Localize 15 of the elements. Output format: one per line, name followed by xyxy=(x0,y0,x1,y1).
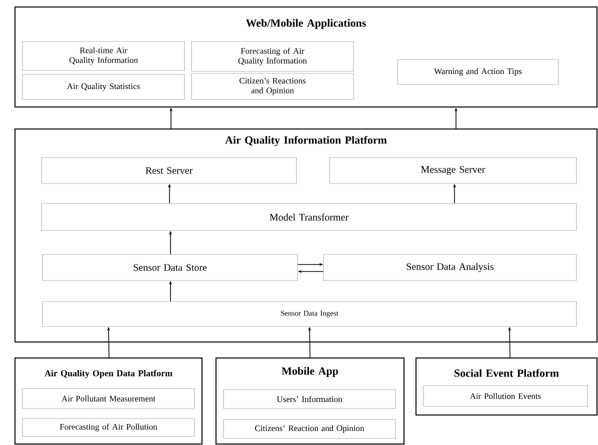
box: Forecasting of Air Quality Information xyxy=(191,41,354,72)
box: Citizens’ Reaction and Opinion xyxy=(223,419,396,439)
box: Model Transformer xyxy=(41,203,577,231)
box: Rest Server xyxy=(41,157,297,184)
box: Sensor Data Analysis xyxy=(323,254,577,281)
box: Sensor Data Store xyxy=(42,254,298,281)
box: Message Server xyxy=(329,157,577,184)
box: Warning and Action Tips xyxy=(397,59,559,85)
box: Air Quality Statistics xyxy=(22,74,185,100)
box: Real-time Air Quality Information xyxy=(22,41,185,71)
box: Air Pollutant Measurement xyxy=(22,388,195,409)
box: Citizen’s Reactions and Opinion xyxy=(191,73,354,100)
box: Users’ Information xyxy=(223,389,396,409)
box: Air Pollution Events xyxy=(423,385,588,407)
box: Forecasting of Air Pollution xyxy=(22,418,195,437)
